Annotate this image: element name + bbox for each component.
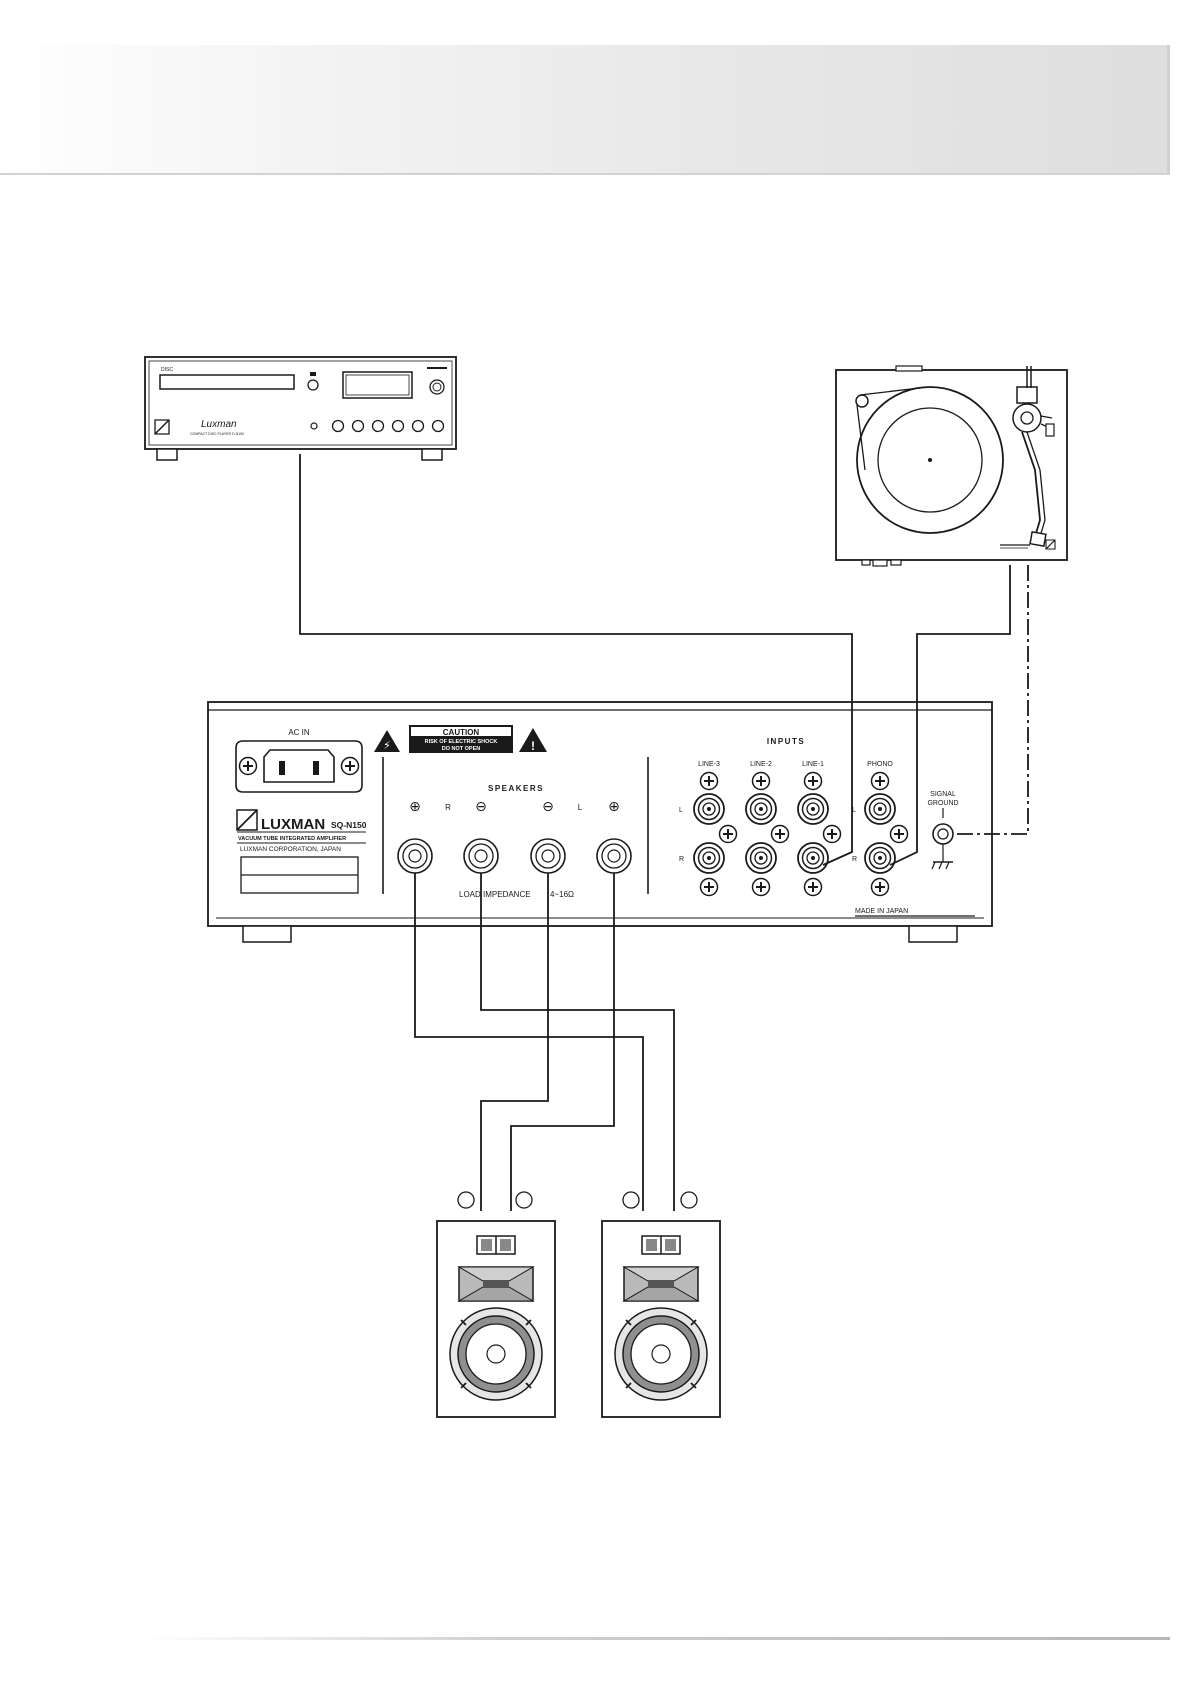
ground-label: GROUND — [927, 800, 958, 807]
speaker-left — [437, 1192, 555, 1417]
svg-text:⊕: ⊕ — [409, 798, 421, 814]
channel-l-label: L — [679, 807, 683, 814]
phono-r-label: R — [852, 856, 857, 863]
ac-in-label: AC IN — [288, 728, 310, 737]
cd-display — [343, 372, 412, 398]
input-label-phono: PHONO — [867, 761, 893, 768]
svg-text:⚡: ⚡ — [383, 740, 391, 752]
svg-text:⊖: ⊖ — [475, 798, 487, 814]
caution-title: CAUTION — [443, 728, 480, 737]
speakers-title: SPEAKERS — [488, 784, 544, 793]
ac-inlet — [236, 741, 362, 792]
load-impedance-label: LOAD IMPEDANCE — [459, 890, 531, 899]
speaker-terminal-r-minus — [464, 839, 498, 873]
made-in-label: MADE IN JAPAN — [855, 908, 908, 915]
amplifier: AC IN ⚡ CAUTION RISK OF ELECTRIC SHOCK D… — [208, 702, 992, 942]
input-label-line2: LINE-2 — [750, 761, 772, 768]
amp-model: SQ-N150 — [331, 820, 367, 830]
cd-foot-right — [422, 449, 442, 460]
cd-caption: COMPACT DISC PLAYER D-N150 — [190, 432, 244, 436]
speaker-terminal-r-plus — [398, 839, 432, 873]
speaker-terminal-l-plus — [597, 839, 631, 873]
cd-logo-mark — [155, 420, 169, 434]
amp-subtitle: VACUUM TUBE INTEGRATED AMPLIFIER — [238, 836, 346, 842]
channel-r-label: R — [679, 856, 684, 863]
caution-line2: DO NOT OPEN — [442, 746, 481, 752]
cd-player: DISC Luxman COMPACT DISC PLAYER D-N150 — [145, 357, 456, 460]
turntable-motor-pulley — [856, 395, 868, 407]
impedance-value: 4~16Ω — [550, 890, 574, 899]
svg-text:!: ! — [531, 739, 535, 753]
inputs-title: INPUTS — [767, 737, 805, 746]
amp-brand: LUXMAN — [261, 816, 325, 833]
speaker-l-label: L — [578, 803, 583, 812]
turntable — [836, 366, 1067, 566]
cd-disc-logo: DISC — [161, 367, 173, 373]
svg-text:⊕: ⊕ — [608, 798, 620, 814]
speaker-r-label: R — [445, 803, 451, 812]
cd-brand-script: Luxman — [201, 419, 237, 430]
speaker-right — [602, 1192, 720, 1417]
cd-power-button — [308, 380, 318, 390]
amp-foot-left — [243, 926, 291, 942]
signal-label: SIGNAL — [930, 791, 956, 798]
speaker-terminal-l-minus — [531, 839, 565, 873]
cd-disc-tray — [160, 375, 294, 389]
cd-foot-left — [157, 449, 177, 460]
svg-text:⊖: ⊖ — [542, 798, 554, 814]
input-label-line1: LINE-1 — [802, 761, 824, 768]
input-label-line3: LINE-3 — [698, 761, 720, 768]
caution-line1: RISK OF ELECTRIC SHOCK — [425, 739, 498, 745]
amp-foot-right — [909, 926, 957, 942]
amp-corporation: LUXMAN CORPORATION, JAPAN — [240, 846, 341, 853]
